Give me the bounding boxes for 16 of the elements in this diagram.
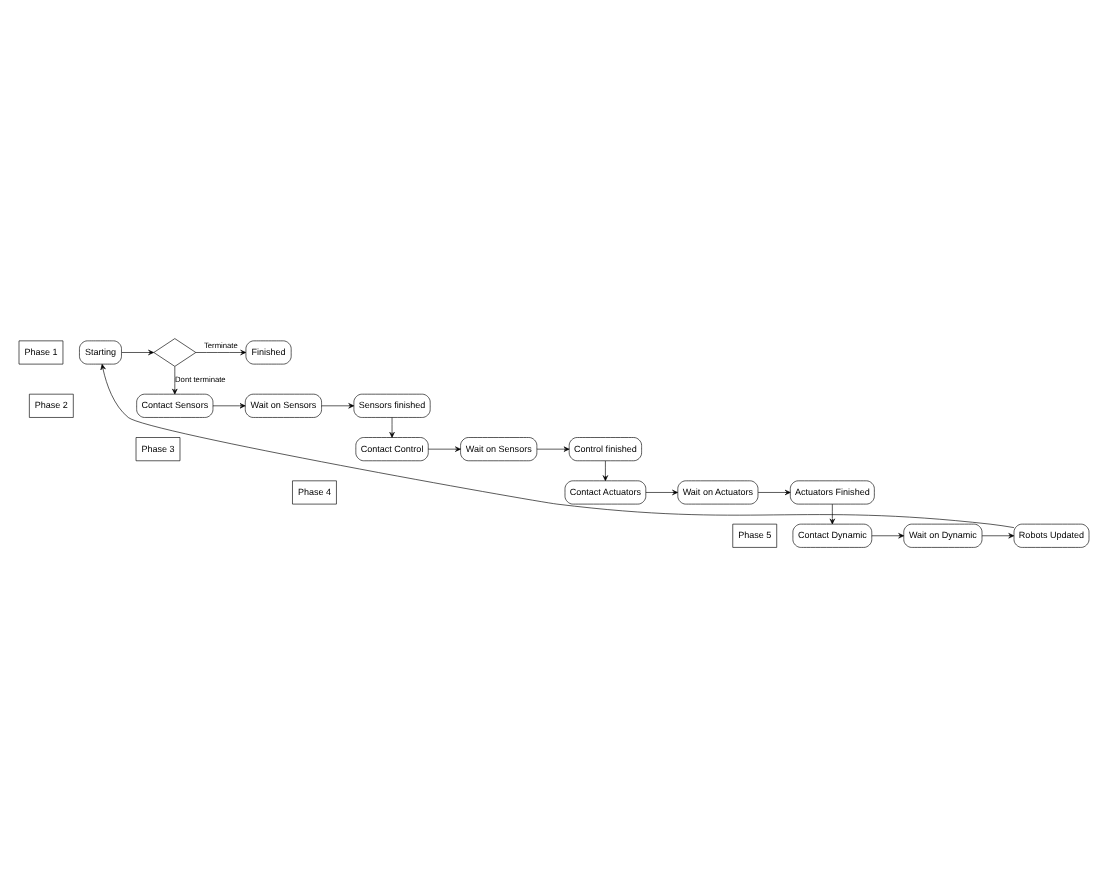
arrow <box>389 417 395 438</box>
arrow <box>321 403 355 409</box>
arrow <box>121 349 154 356</box>
arrow <box>829 503 835 525</box>
arrow <box>100 364 1015 528</box>
arrow <box>981 533 1015 539</box>
arrow <box>871 533 905 539</box>
arrow <box>172 366 178 395</box>
arrow <box>602 460 609 482</box>
arrow <box>536 446 570 452</box>
arrow <box>427 446 461 452</box>
node-diamond <box>153 338 197 367</box>
arrow <box>195 349 247 356</box>
arrow <box>212 403 246 409</box>
arrow <box>645 489 678 496</box>
arrow <box>757 489 791 496</box>
